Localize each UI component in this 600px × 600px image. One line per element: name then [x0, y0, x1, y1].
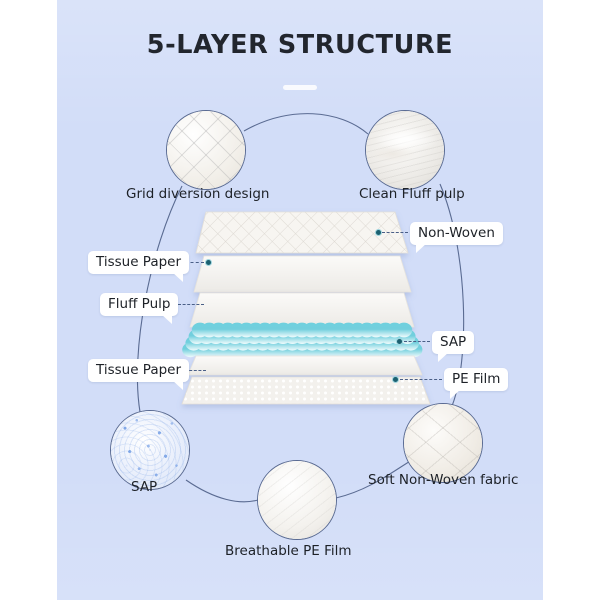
- sample-circle-breathable-pe: [257, 460, 337, 540]
- layer-callout: Non-Woven: [410, 222, 503, 253]
- sample-texture-clean-fluff: [366, 111, 444, 189]
- layer-callout: SAP: [432, 331, 475, 362]
- leader-line: [400, 379, 442, 380]
- sample-texture-breathable-pe: [258, 461, 336, 539]
- sample-texture-sap-granule: [111, 411, 189, 489]
- layer-callout: PE Film: [444, 368, 509, 399]
- circle-caption: SAP: [131, 479, 158, 495]
- layer-callout: Fluff Pulp: [100, 293, 179, 324]
- sample-circle-clean-fluff: [365, 110, 445, 190]
- circle-caption: Soft Non-Woven fabric: [368, 472, 519, 488]
- leader-dot: [392, 376, 399, 383]
- sample-circle-grid-diversion: [166, 110, 246, 190]
- leader-line: [180, 262, 204, 263]
- layer-callout: Tissue Paper: [88, 251, 190, 282]
- circle-caption: Breathable PE Film: [225, 543, 352, 559]
- leader-line: [382, 232, 408, 233]
- leader-dot: [375, 229, 382, 236]
- leader-dot: [396, 338, 403, 345]
- circle-caption: Grid diversion design: [126, 186, 270, 202]
- leader-line: [404, 341, 430, 342]
- layer-callout: Tissue Paper: [88, 359, 190, 390]
- leader-dot: [205, 259, 212, 266]
- circle-caption: Clean Fluff pulp: [359, 186, 465, 202]
- sample-texture-grid-diversion: [167, 111, 245, 189]
- page-title: 5-LAYER STRUCTURE: [146, 30, 454, 60]
- title-divider: [283, 85, 317, 90]
- sample-texture-soft-nonwoven: [404, 404, 482, 482]
- sample-circle-sap-granule: [110, 410, 190, 490]
- sample-circle-soft-nonwoven: [403, 403, 483, 483]
- leader-line: [178, 304, 204, 305]
